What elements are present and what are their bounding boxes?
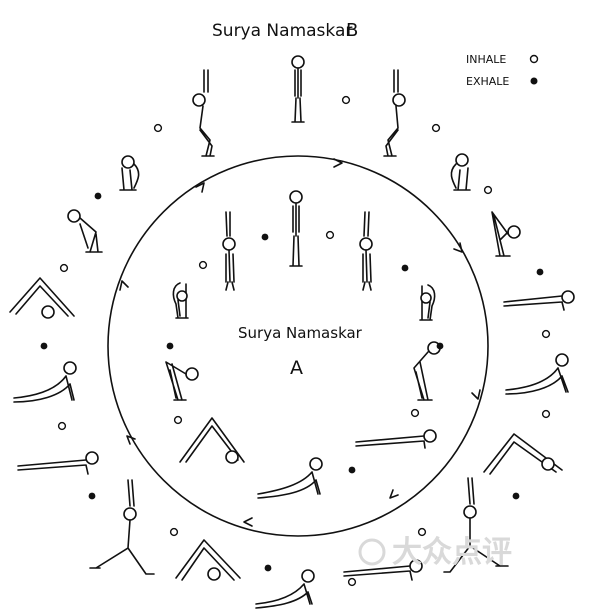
watermark-text: 大众点评 [392, 535, 512, 570]
arrow-right-lower-icon [471, 389, 481, 400]
pose-b-chair-right [383, 69, 406, 157]
pose-a-forward-fold-right [419, 284, 436, 321]
arrow-left-lower-icon [126, 435, 136, 445]
pose-b-forward-fold-right [450, 153, 471, 191]
title-b-letter: B [346, 20, 358, 41]
pose-a-half-lift-left [165, 361, 199, 401]
arrow-top-right-icon [333, 158, 343, 168]
arrow-right-upper-icon [453, 242, 463, 253]
pose-b-warrior-right [443, 477, 509, 573]
title-a-text: Surya Namaskar [238, 324, 363, 342]
arrow-bottom-left-icon [243, 517, 253, 527]
pose-a-half-lift-right [413, 341, 441, 401]
legend: Inhale Exhale [466, 53, 539, 88]
title-a-letter: A [290, 357, 303, 379]
pose-b-upward-dog-left [13, 361, 77, 403]
sequence-b-breath-dots [40, 95, 551, 587]
pose-b-plank-bottom [343, 559, 423, 581]
sequence-a-figures [165, 190, 441, 499]
arrow-bottom-right-icon [389, 489, 399, 499]
pose-b-chair-left [192, 69, 215, 157]
watermark-logo-icon [358, 538, 386, 566]
pose-a-arms-up-left [222, 211, 236, 291]
sequence-b-figures [9, 55, 575, 609]
pose-a-upward-dog [257, 457, 323, 499]
pose-b-forward-fold-left [119, 155, 140, 191]
legend-exhale-filled-dot-icon [530, 77, 538, 85]
pose-a-downward-dog [179, 417, 245, 464]
legend-inhale-open-circle-icon [529, 54, 539, 64]
pose-a-arms-up-right [359, 211, 373, 291]
pose-b-upward-dog-right [505, 353, 569, 395]
pose-a-standing [289, 190, 303, 267]
legend-inhale-label: Inhale [466, 53, 506, 66]
sequence-a-circle [107, 155, 489, 537]
pose-b-half-lift-right [491, 211, 521, 257]
arrow-left-upper-icon [119, 280, 129, 291]
title-surya-namaskar-b: Surya Namaskar B [212, 20, 358, 41]
pose-b-plank-right [503, 290, 575, 311]
pose-b-upward-dog-bottom [255, 569, 315, 609]
title-surya-namaskar-a: Surya Namaskar A [238, 324, 363, 379]
title-b-text: Surya Namaskar [212, 21, 352, 41]
pose-b-downward-dog-right [483, 433, 563, 475]
sequence-a-ring [107, 155, 489, 537]
pose-b-standing [291, 55, 305, 123]
pose-a-forward-fold-left [172, 282, 189, 319]
watermark: 大众点评 [358, 535, 512, 570]
arrow-top-left-icon [195, 182, 205, 193]
pose-b-downward-dog-bottom [175, 539, 241, 581]
pose-b-warrior-left [89, 479, 155, 575]
pose-a-plank [355, 429, 437, 449]
pose-b-plank-left [17, 451, 99, 475]
pose-b-downward-dog-left [9, 277, 75, 319]
sequence-a-breath-dots [166, 230, 444, 474]
pose-b-half-lift-left [67, 209, 103, 253]
legend-exhale-label: Exhale [466, 75, 509, 88]
